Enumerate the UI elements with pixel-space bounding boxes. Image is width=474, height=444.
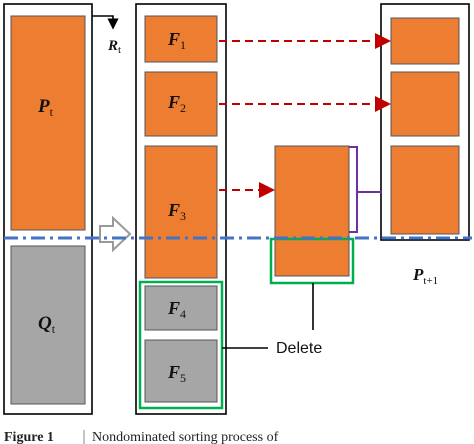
q-label: Qt xyxy=(38,313,56,336)
f2-label: F2 xyxy=(167,92,186,115)
p-next-label: Pt+1 xyxy=(412,265,438,287)
f3-label: F3 xyxy=(167,200,186,223)
transfer-arrow-icon xyxy=(99,215,132,253)
caption-text: Nondominated sorting process of xyxy=(92,430,279,444)
fronts-container xyxy=(135,3,227,415)
next-front-3-box xyxy=(390,145,460,235)
delete-label: Delete xyxy=(276,340,322,357)
offspring-population-box xyxy=(10,245,86,405)
front-4-box xyxy=(144,285,218,331)
r-pointer-arrow xyxy=(92,15,119,30)
front-3-box xyxy=(144,145,218,279)
f4-label: F4 xyxy=(167,298,186,321)
front-2-box xyxy=(144,71,218,137)
r-label: Rt xyxy=(107,38,121,56)
parent-population-box xyxy=(10,15,86,231)
combined-population-container xyxy=(3,3,93,415)
front-1-box xyxy=(144,15,218,63)
next-front-1-box xyxy=(390,17,460,65)
front-3-sorted-box xyxy=(274,145,350,277)
f5-label: F5 xyxy=(167,362,186,385)
next-front-2-box xyxy=(390,71,460,137)
selection-bracket xyxy=(349,146,382,233)
caption-prefix: Figure 1 xyxy=(4,430,54,444)
next-population-container xyxy=(380,3,470,241)
front-5-box xyxy=(144,339,218,403)
f1-label: F1 xyxy=(167,29,186,52)
deleted-fronts-highlight xyxy=(138,280,224,410)
p-label: Pt xyxy=(37,96,54,119)
